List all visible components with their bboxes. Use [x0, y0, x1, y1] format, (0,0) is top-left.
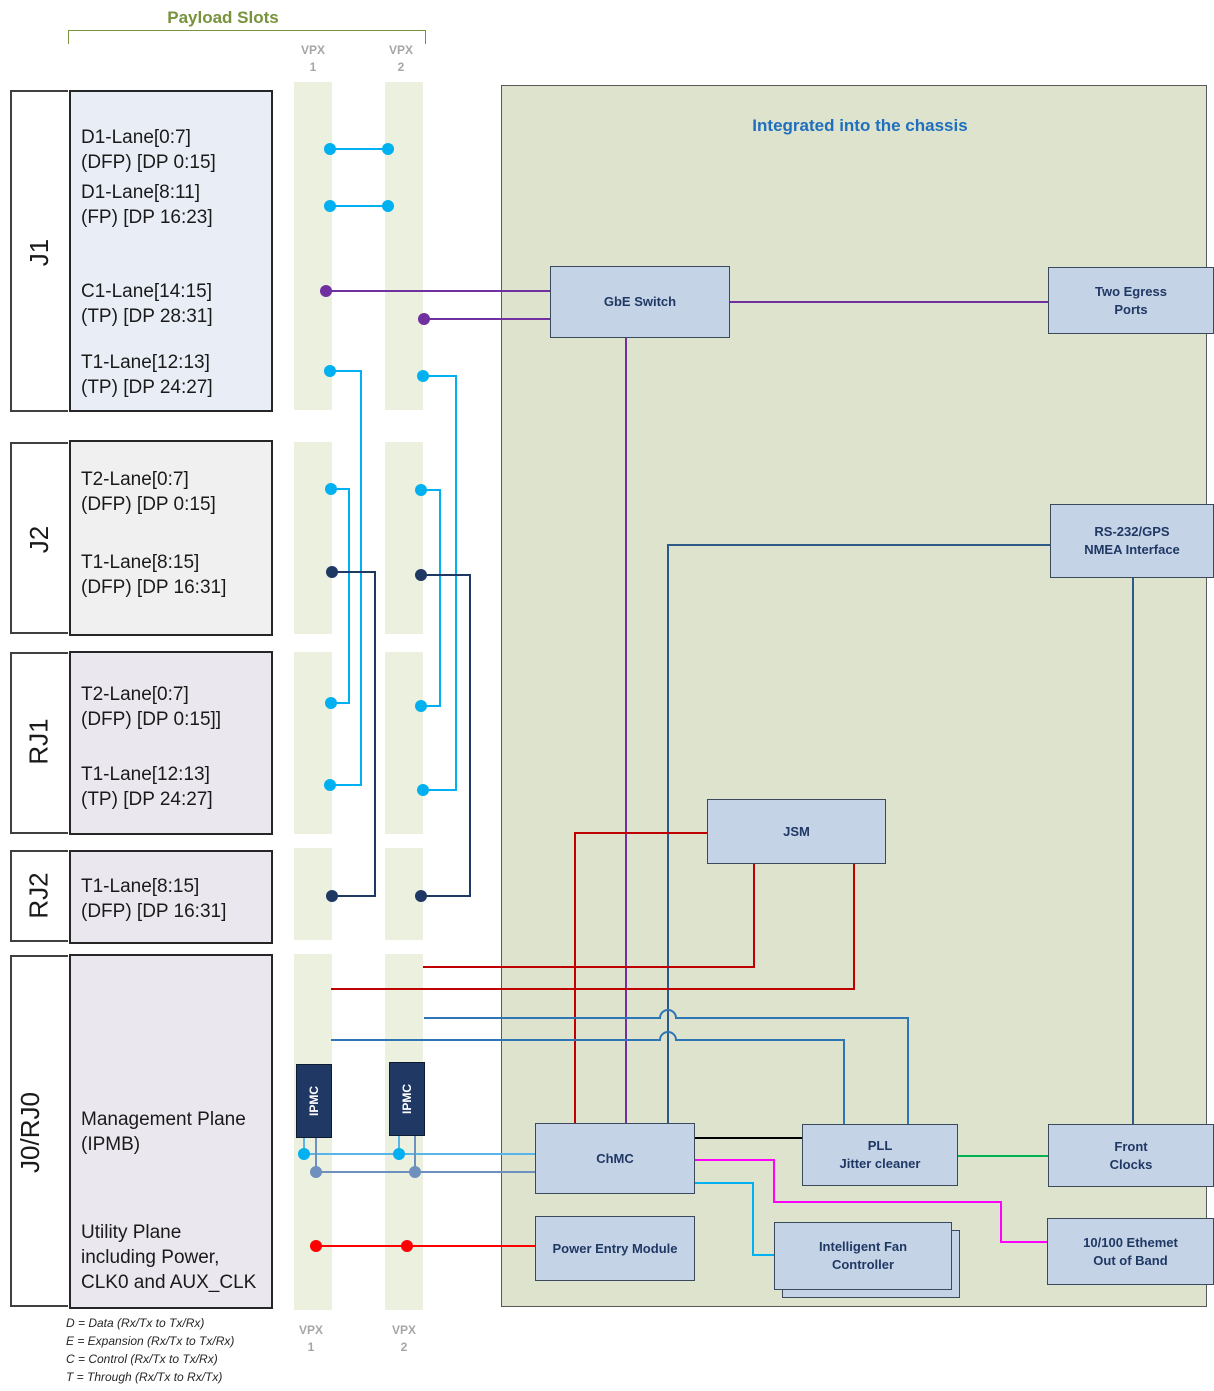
- vpx-slot-1-header: VPX 1: [293, 42, 333, 76]
- lane-entry: D1-Lane[8:11] (FP) [DP 16:23]: [81, 180, 213, 230]
- slot-2-j2-strip: [385, 442, 423, 634]
- vpx-number: 1: [309, 60, 317, 74]
- lane-entry: D1-Lane[0:7] (DFP) [DP 0:15]: [81, 125, 216, 175]
- vpx-word: VPX: [391, 1323, 416, 1337]
- lane-detail: (IPMB): [81, 1134, 141, 1155]
- ethernet-out-of-band-block: 10/100 Ethemet Out of Band: [1047, 1218, 1214, 1285]
- legend-entry: E = Expansion (Rx/Tx to Tx/Rx): [66, 1334, 235, 1348]
- lane-type-legend: D = Data (Rx/Tx to Tx/Rx) E = Expansion …: [66, 1314, 234, 1386]
- gbe-switch-block: GbE Switch: [550, 266, 730, 338]
- j2-lane-box: T2-Lane[0:7] (DFP) [DP 0:15] T1-Lane[8:1…: [69, 440, 273, 636]
- lane-name: D1-Lane[8:11]: [81, 182, 201, 203]
- vpx-word: VPX: [298, 1323, 323, 1337]
- lane-entry: T1-Lane[12:13] (TP) [DP 24:27]: [81, 350, 213, 400]
- j0-lane-box: Management Plane (IPMB) Utility Plane in…: [69, 954, 273, 1309]
- chassis-title: Integrated into the chassis: [752, 116, 968, 135]
- lane-detail: (DFP) [DP 0:15]: [81, 152, 216, 173]
- lane-entry: T1-Lane[8:15] (DFP) [DP 16:31]: [81, 874, 226, 924]
- vpx-word: VPX: [388, 43, 413, 57]
- vpx-number: 2: [397, 60, 405, 74]
- connector-rj1-label-box: RJ1: [10, 652, 68, 834]
- vpx-slot-2-header: VPX 2: [381, 42, 421, 76]
- lane-name: T2-Lane[0:7]: [81, 469, 189, 490]
- lane-detail: (TP) [DP 24:27]: [81, 789, 213, 810]
- connector-j2-label-box: J2: [10, 442, 68, 634]
- jsm-block: JSM: [707, 799, 886, 864]
- rj1-lane-box: T2-Lane[0:7] (DFP) [DP 0:15]] T1-Lane[12…: [69, 651, 273, 835]
- legend-entry: D = Data (Rx/Tx to Tx/Rx): [66, 1316, 205, 1330]
- connector-j0-label-box: J0/RJ0: [10, 955, 68, 1307]
- vpx-slot-1-footer: VPX 1: [291, 1322, 331, 1356]
- two-egress-ports-block: Two Egress Ports: [1048, 267, 1214, 334]
- front-clocks-block: Front Clocks: [1048, 1124, 1214, 1187]
- lane-detail: including Power,: [81, 1247, 220, 1268]
- vpx-number: 1: [307, 1340, 315, 1354]
- lane-name: D1-Lane[0:7]: [81, 127, 191, 148]
- lane-detail: (DFP) [DP 16:31]: [81, 901, 227, 922]
- lane-entry: C1-Lane[14:15] (TP) [DP 28:31]: [81, 279, 213, 329]
- lane-name: Management Plane: [81, 1109, 246, 1130]
- connector-rj2-label-box: RJ2: [10, 850, 68, 942]
- ipmc-slot-2: IPMC: [389, 1062, 425, 1136]
- lane-detail: (TP) [DP 24:27]: [81, 377, 213, 398]
- lane-detail: CLK0 and AUX_CLK: [81, 1272, 257, 1293]
- slot-2-j1-strip: [385, 82, 423, 410]
- payload-slots-bracket: [68, 30, 426, 44]
- slot-1-j2-strip: [294, 442, 332, 634]
- lane-name: T1-Lane[12:13]: [81, 352, 210, 373]
- vpx-number: 2: [400, 1340, 408, 1354]
- slot-1-rj1-strip: [294, 652, 332, 834]
- vpx-slot-2-footer: VPX 2: [384, 1322, 424, 1356]
- lane-detail: (DFP) [DP 0:15]]: [81, 709, 222, 730]
- intelligent-fan-controller-block: Intelligent Fan Controller: [774, 1222, 952, 1290]
- payload-slots-title: Payload Slots: [167, 8, 279, 27]
- lane-entry: Utility Plane including Power, CLK0 and …: [81, 1220, 256, 1295]
- rj2-lane-box: T1-Lane[8:15] (DFP) [DP 16:31]: [69, 850, 273, 944]
- lane-detail: (TP) [DP 28:31]: [81, 306, 213, 327]
- lane-name: C1-Lane[14:15]: [81, 281, 212, 302]
- lane-entry: Management Plane (IPMB): [81, 1107, 246, 1157]
- lane-entry: T1-Lane[12:13] (TP) [DP 24:27]: [81, 762, 213, 812]
- lane-name: T1-Lane[12:13]: [81, 764, 210, 785]
- ipmc-label: IPMC: [307, 1086, 321, 1116]
- rs232-gps-block: RS-232/GPS NMEA Interface: [1050, 504, 1214, 578]
- chmc-block: ChMC: [535, 1123, 695, 1194]
- lane-name: T2-Lane[0:7]: [81, 684, 189, 705]
- connector-j1-label-box: J1: [10, 90, 68, 412]
- lane-name: Utility Plane: [81, 1222, 182, 1243]
- lane-name: T1-Lane[8:15]: [81, 876, 200, 897]
- lane-detail: (DFP) [DP 0:15]: [81, 494, 216, 515]
- j1-lane-box: D1-Lane[0:7] (DFP) [DP 0:15] D1-Lane[8:1…: [69, 90, 273, 412]
- lane-entry: T2-Lane[0:7] (DFP) [DP 0:15]: [81, 467, 216, 517]
- power-entry-module-block: Power Entry Module: [535, 1216, 695, 1281]
- lane-entry: T2-Lane[0:7] (DFP) [DP 0:15]]: [81, 682, 221, 732]
- slot-2-rj1-strip: [385, 652, 423, 834]
- lane-detail: (DFP) [DP 16:31]: [81, 577, 227, 598]
- lane-entry: T1-Lane[8:15] (DFP) [DP 16:31]: [81, 550, 226, 600]
- lane-name: T1-Lane[8:15]: [81, 552, 200, 573]
- legend-entry: C = Control (Rx/Tx to Tx/Rx): [66, 1352, 218, 1366]
- pll-jitter-cleaner-block: PLL Jitter cleaner: [802, 1124, 958, 1186]
- ipmc-slot-1: IPMC: [296, 1064, 332, 1138]
- vpx-word: VPX: [300, 43, 325, 57]
- slot-1-j1-strip: [294, 82, 332, 410]
- legend-entry: T = Through (Rx/Tx to Rx/Tx): [66, 1370, 223, 1384]
- lane-detail: (FP) [DP 16:23]: [81, 207, 213, 228]
- ipmc-label: IPMC: [400, 1084, 414, 1114]
- slot-1-rj2-strip: [294, 848, 332, 940]
